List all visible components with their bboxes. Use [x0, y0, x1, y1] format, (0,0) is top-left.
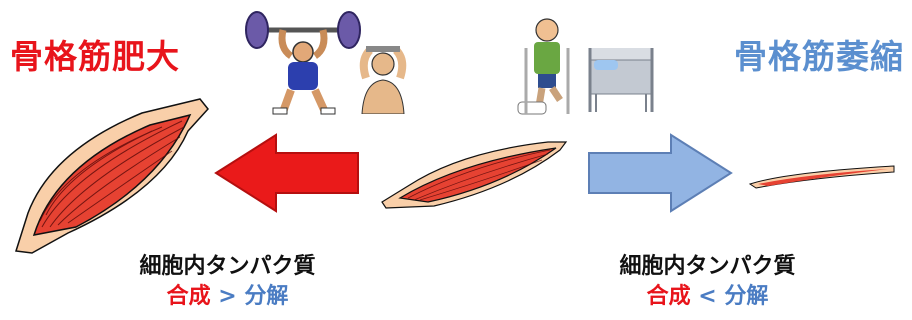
atrophy-caption: 細胞内タンパク質 合成 < 分解: [575, 252, 840, 312]
synthesis-label-right: 合成: [646, 284, 691, 309]
normal-muscle: [381, 141, 568, 209]
balance-line-left: 合成 > 分解: [95, 282, 360, 312]
synthesis-label-left: 合成: [166, 284, 211, 309]
protein-label-right: 細胞内タンパク質: [619, 254, 796, 279]
weightlifter-illustration: [245, 11, 361, 115]
less-than-symbol: <: [698, 284, 717, 309]
hypertrophy-arrow: [214, 133, 359, 213]
hospital-bed-illustration: [588, 48, 654, 112]
hypertrophy-caption: 細胞内タンパク質 合成 > 分解: [95, 252, 360, 312]
hypertrophy-title: 骨格筋肥大: [10, 37, 180, 76]
balance-line-right: 合成 < 分解: [575, 282, 840, 312]
hypertrophied-muscle: [15, 98, 209, 254]
atrophied-muscle: [748, 165, 895, 189]
atrophy-title: 骨格筋萎縮: [734, 37, 904, 76]
degradation-label-left: 分解: [244, 284, 289, 309]
flexing-man-illustration: [359, 46, 407, 114]
injured-person-illustration: [517, 18, 570, 115]
protein-label-left: 細胞内タンパク質: [139, 254, 316, 279]
degradation-label-right: 分解: [724, 284, 769, 309]
greater-than-symbol: >: [218, 284, 237, 309]
atrophy-arrow: [588, 133, 733, 213]
